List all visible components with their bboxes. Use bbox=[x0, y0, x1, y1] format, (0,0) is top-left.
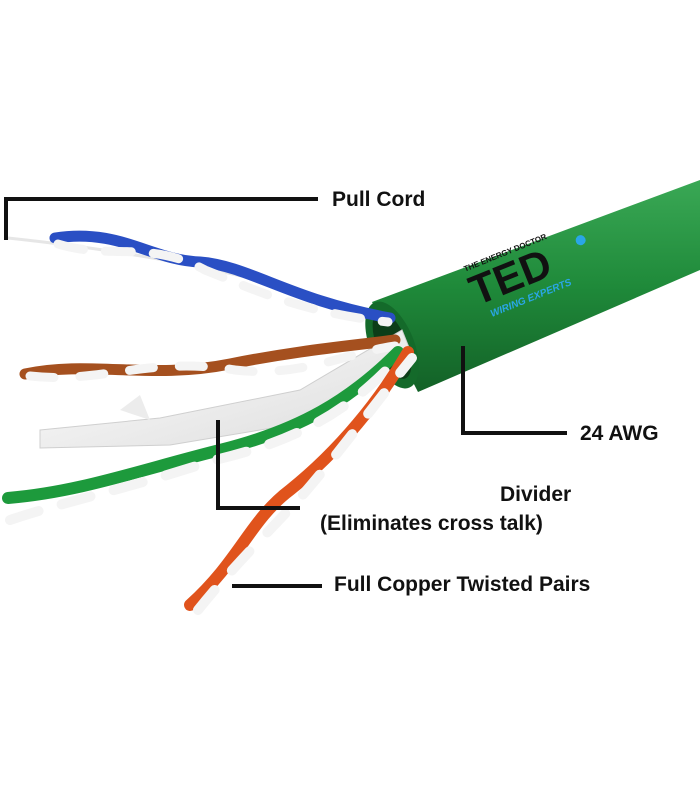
logo-dot bbox=[575, 235, 586, 246]
leader-awg bbox=[461, 346, 567, 435]
brown-twisted-pair bbox=[19, 334, 401, 382]
orange-twisted-pair bbox=[184, 346, 417, 615]
leader-pull-cord bbox=[4, 197, 318, 240]
label-divider-note: (Eliminates cross talk) bbox=[320, 512, 543, 535]
label-copper-pairs: Full Copper Twisted Pairs bbox=[334, 573, 591, 596]
label-divider: Divider bbox=[500, 483, 572, 506]
leader-divider bbox=[216, 420, 300, 510]
blue-twisted-pair bbox=[49, 230, 396, 327]
leader-lines bbox=[4, 197, 567, 588]
label-24-awg: 24 AWG bbox=[580, 422, 659, 445]
label-pull-cord: Pull Cord bbox=[332, 188, 426, 211]
